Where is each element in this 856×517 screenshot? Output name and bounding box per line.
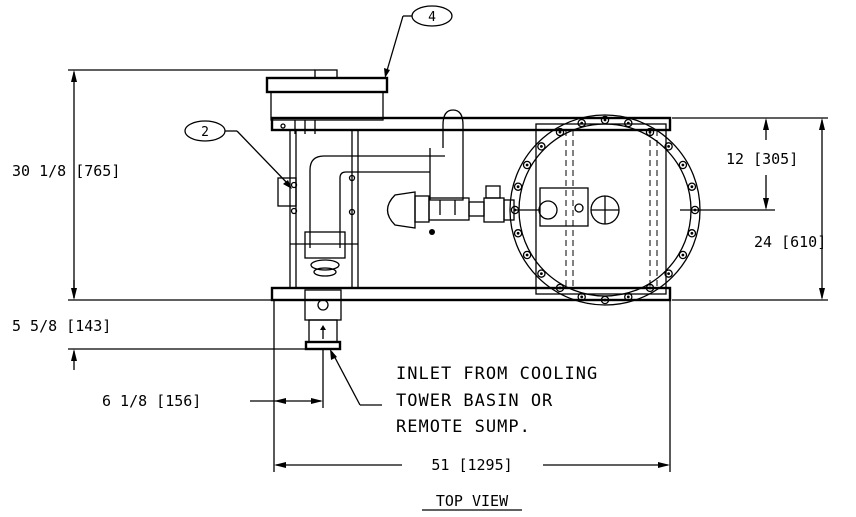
flange-bolt bbox=[624, 118, 633, 128]
valve bbox=[428, 185, 540, 223]
flange-bolt-center bbox=[648, 286, 652, 290]
flange-bolt-center bbox=[690, 185, 694, 189]
flange-bolt-center bbox=[667, 272, 670, 275]
piping bbox=[304, 109, 464, 277]
flange-bolt bbox=[600, 115, 610, 125]
flange-bolt bbox=[687, 182, 697, 191]
extension-lines bbox=[68, 69, 828, 472]
callout-4: 4 bbox=[384, 5, 453, 78]
flange-bolt-center bbox=[540, 272, 543, 275]
flange-bolt bbox=[537, 269, 546, 278]
flange-bolt-center bbox=[558, 130, 562, 134]
flange-bolt bbox=[577, 292, 586, 302]
flange-bolt-center bbox=[681, 163, 685, 167]
flange-bolt-center bbox=[540, 145, 543, 148]
dim-overall-depth: 30 1/8 [765] bbox=[12, 162, 120, 180]
actuator bbox=[386, 191, 435, 235]
callout-4-label: 4 bbox=[428, 10, 436, 25]
flange-bolt bbox=[510, 205, 520, 215]
flange-bolt bbox=[687, 229, 697, 238]
flange-bolt-center bbox=[516, 231, 520, 235]
inlet-note: INLET FROM COOLING TOWER BASIN OR REMOTE… bbox=[396, 364, 598, 437]
flange-bolt bbox=[513, 182, 523, 191]
view-title: TOP VIEW bbox=[436, 492, 509, 510]
dim-inlet-from-edge: 6 1/8 [156] bbox=[102, 392, 201, 410]
flange-bolt-center bbox=[626, 295, 630, 299]
flange-bolt-center bbox=[690, 231, 694, 235]
flange-bolt-center bbox=[513, 208, 517, 212]
flange-bolt bbox=[624, 292, 633, 302]
flange-bolt-center bbox=[603, 118, 607, 122]
callout-2: 2 bbox=[184, 120, 292, 189]
note-line-3: REMOTE SUMP. bbox=[396, 417, 531, 437]
dim-center-offset: 12 [305] bbox=[726, 150, 798, 168]
flange-bolt bbox=[537, 142, 546, 151]
callout-2-label: 2 bbox=[201, 125, 209, 140]
flange-bolt bbox=[664, 142, 673, 151]
flange-bolt-center bbox=[626, 121, 630, 125]
dim-overall-width: 51 [1295] bbox=[431, 456, 512, 474]
dimension-lines bbox=[71, 70, 825, 468]
flange-bolt bbox=[664, 269, 673, 278]
flange-bolt bbox=[555, 283, 565, 293]
flange-bolt bbox=[678, 250, 688, 260]
flange-bolt-center bbox=[603, 298, 607, 302]
flange-bolt bbox=[577, 118, 586, 128]
note-line-1: INLET FROM COOLING bbox=[396, 364, 598, 384]
flange-bolts bbox=[510, 115, 700, 305]
dim-inlet-offset: 5 5/8 [143] bbox=[12, 317, 111, 335]
flange-bolt bbox=[513, 229, 523, 238]
flange-bolt bbox=[522, 160, 532, 170]
control-box bbox=[265, 69, 389, 134]
flange-bolt-center bbox=[580, 121, 584, 125]
flange-bolt bbox=[600, 295, 610, 305]
frame bbox=[270, 116, 672, 302]
dim-frame-depth: 24 [610] bbox=[754, 233, 826, 251]
inlet-leader bbox=[330, 349, 382, 406]
flange-bolt bbox=[678, 160, 688, 170]
flange-bolt bbox=[522, 250, 532, 260]
flange-bolt-center bbox=[667, 145, 670, 148]
note-line-2: TOWER BASIN OR bbox=[396, 391, 553, 411]
flange-bolt bbox=[555, 127, 565, 137]
flange-bolt-center bbox=[516, 185, 520, 189]
flange-bolt-center bbox=[525, 163, 529, 167]
flange-bolt-center bbox=[558, 286, 562, 290]
flange-bolt-center bbox=[681, 253, 685, 257]
tank bbox=[509, 114, 701, 306]
flange-bolt-center bbox=[580, 295, 584, 299]
flange-bolt-center bbox=[525, 253, 529, 257]
